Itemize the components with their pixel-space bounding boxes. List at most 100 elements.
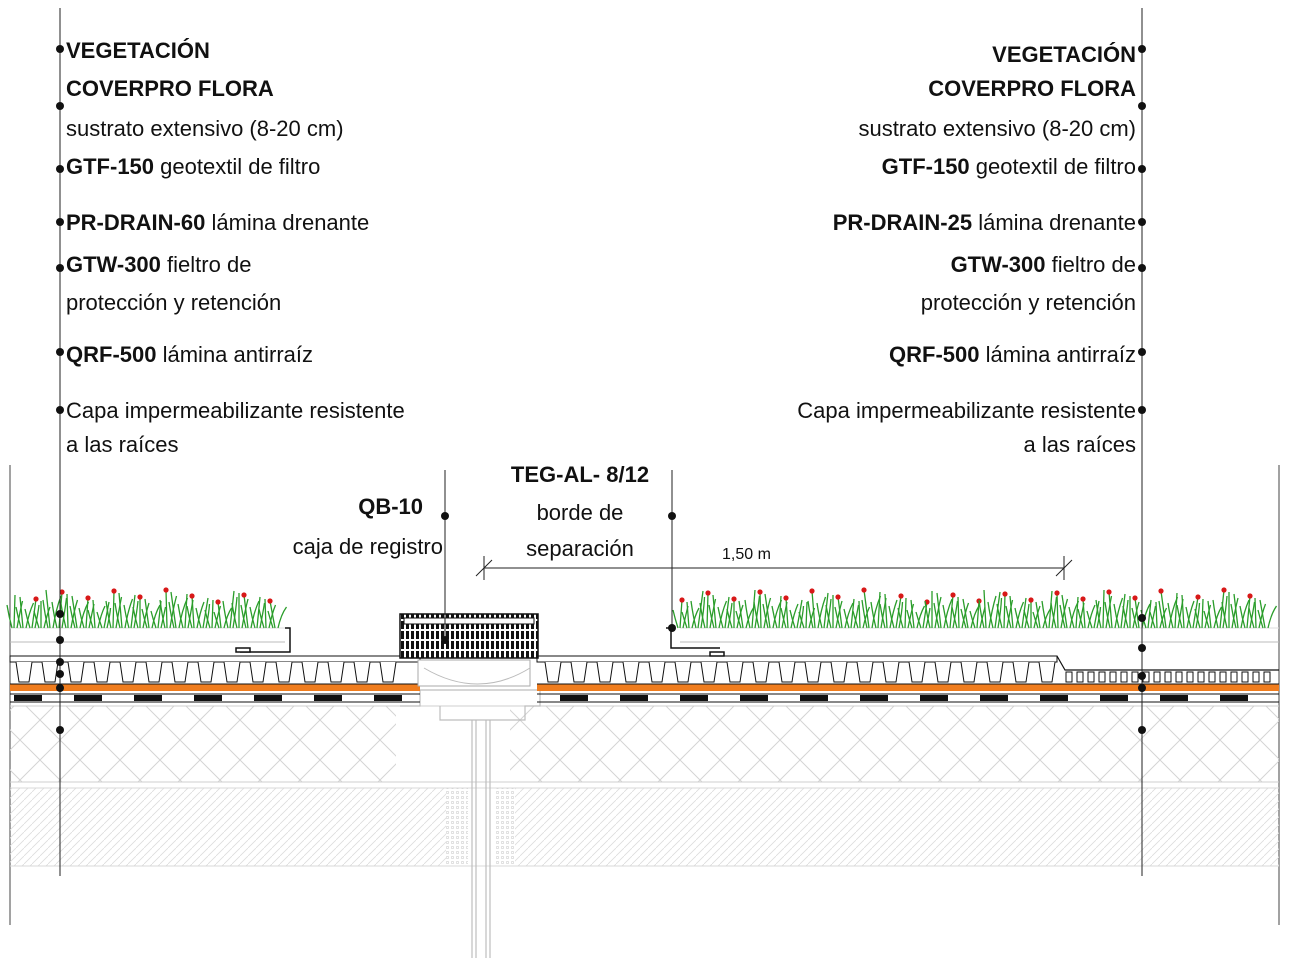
right-cap-line2: a las raíces (1023, 432, 1137, 457)
drainage-dimple (986, 661, 1004, 683)
membrane-dash (14, 695, 42, 701)
right-drain-text: lámina drenante (978, 210, 1136, 235)
left-gtw-text2: protección y retención (66, 290, 282, 315)
drainage-dimple-small (1197, 671, 1205, 683)
drainage-dimple (908, 661, 926, 683)
drainage-dimple-small (1164, 671, 1172, 683)
left-qrf-label: QRF-500 lámina antirraíz (66, 342, 313, 368)
drainage-dimple (275, 661, 293, 683)
plant (213, 599, 233, 629)
plant (816, 592, 832, 629)
membrane-dash (560, 695, 588, 701)
plant (978, 589, 997, 629)
plant (132, 594, 150, 629)
flower (783, 595, 789, 601)
plant (1149, 601, 1168, 629)
membrane-dash (314, 695, 342, 701)
right-vegetation-label: VEGETACIÓN (992, 42, 1136, 67)
drainage-dimple (856, 661, 874, 683)
flower (85, 595, 91, 601)
drainage-dimple (882, 661, 900, 683)
drainage-dimple (804, 661, 822, 683)
plant (1131, 595, 1151, 629)
plant (906, 599, 926, 629)
plant (240, 592, 260, 629)
plant (996, 591, 1014, 629)
plant (87, 599, 106, 629)
vegetation-plants (6, 587, 1278, 629)
flower (241, 592, 247, 598)
drainage-dimple-small (1109, 671, 1117, 683)
membrane-dash (1220, 695, 1248, 701)
drainage-dimple (778, 661, 796, 683)
drainage-dimple (752, 661, 770, 683)
drainage-sheet (9, 655, 1279, 683)
drainage-dimple-small (1241, 671, 1249, 683)
right-substrate-label: sustrato extensivo (8-20 cm) (858, 116, 1136, 141)
flower (809, 588, 815, 594)
drainage-dimple (570, 661, 588, 683)
drainage-dimple (223, 661, 241, 683)
membrane-dash (1100, 695, 1128, 701)
drainage-dimple (327, 661, 345, 683)
plant (1095, 589, 1113, 629)
plant (1221, 592, 1239, 629)
plant (123, 594, 139, 629)
plant (834, 594, 854, 629)
drainage-dimple (353, 661, 371, 683)
drainage-dimple-small (1098, 671, 1106, 683)
root-barrier-orange (10, 683, 1279, 691)
drainage-dimple (830, 661, 848, 683)
right-gtw-text2: protección y retención (920, 290, 1136, 315)
plant (807, 588, 827, 629)
membrane-dash (1040, 695, 1068, 701)
drainage-dimple (726, 661, 744, 683)
right-qrf-code: QRF-500 (889, 342, 980, 367)
plant (1023, 597, 1041, 629)
plant (1077, 596, 1096, 629)
drainage-dimple-small (1087, 671, 1095, 683)
flower (731, 596, 737, 602)
plant (1212, 587, 1228, 629)
plant (1104, 589, 1124, 629)
membrane-dash (254, 695, 282, 701)
plant (879, 593, 898, 629)
teg-text2-label: separación (526, 536, 634, 561)
plant (33, 601, 51, 629)
plant (114, 592, 134, 629)
flower (137, 594, 143, 600)
plant (1086, 600, 1102, 629)
left-gtw-code: GTW-300 (66, 252, 161, 277)
left-gtf-label: GTF-150 geotextil de filtro (66, 154, 320, 180)
plant (1041, 590, 1058, 629)
flower (111, 588, 117, 594)
plant (141, 598, 161, 629)
teg-text1-label: borde de (536, 500, 624, 525)
plant (6, 594, 24, 629)
dimension-label: 1,50 m (722, 546, 771, 563)
teg-code-label: TEG-AL- 8/12 (510, 462, 650, 487)
flower (1221, 587, 1227, 593)
plant (780, 595, 799, 629)
plant (1185, 594, 1201, 629)
drainage-dimple (41, 661, 59, 683)
flower (861, 587, 867, 593)
left-coverpro-label: COVERPRO FLORA (66, 76, 274, 101)
drainage-dimple-small (1153, 671, 1161, 683)
right-coverpro-label: COVERPRO FLORA (928, 76, 1136, 101)
plant (15, 596, 35, 629)
right-qrf-text: lámina antirraíz (985, 342, 1136, 367)
drainage-dimple (93, 661, 111, 683)
right-qrf-label: QRF-500 lámina antirraíz (889, 342, 1136, 368)
flower (1195, 594, 1201, 600)
flower (757, 589, 763, 595)
drainage-dimple (622, 661, 640, 683)
flower (1080, 596, 1086, 602)
flower (33, 596, 39, 602)
drainage-dimple-small (1252, 671, 1260, 683)
membrane-dash (740, 695, 768, 701)
membrane-dash (134, 695, 162, 701)
plant (204, 599, 222, 629)
drainage-dimple-small (1175, 671, 1183, 683)
